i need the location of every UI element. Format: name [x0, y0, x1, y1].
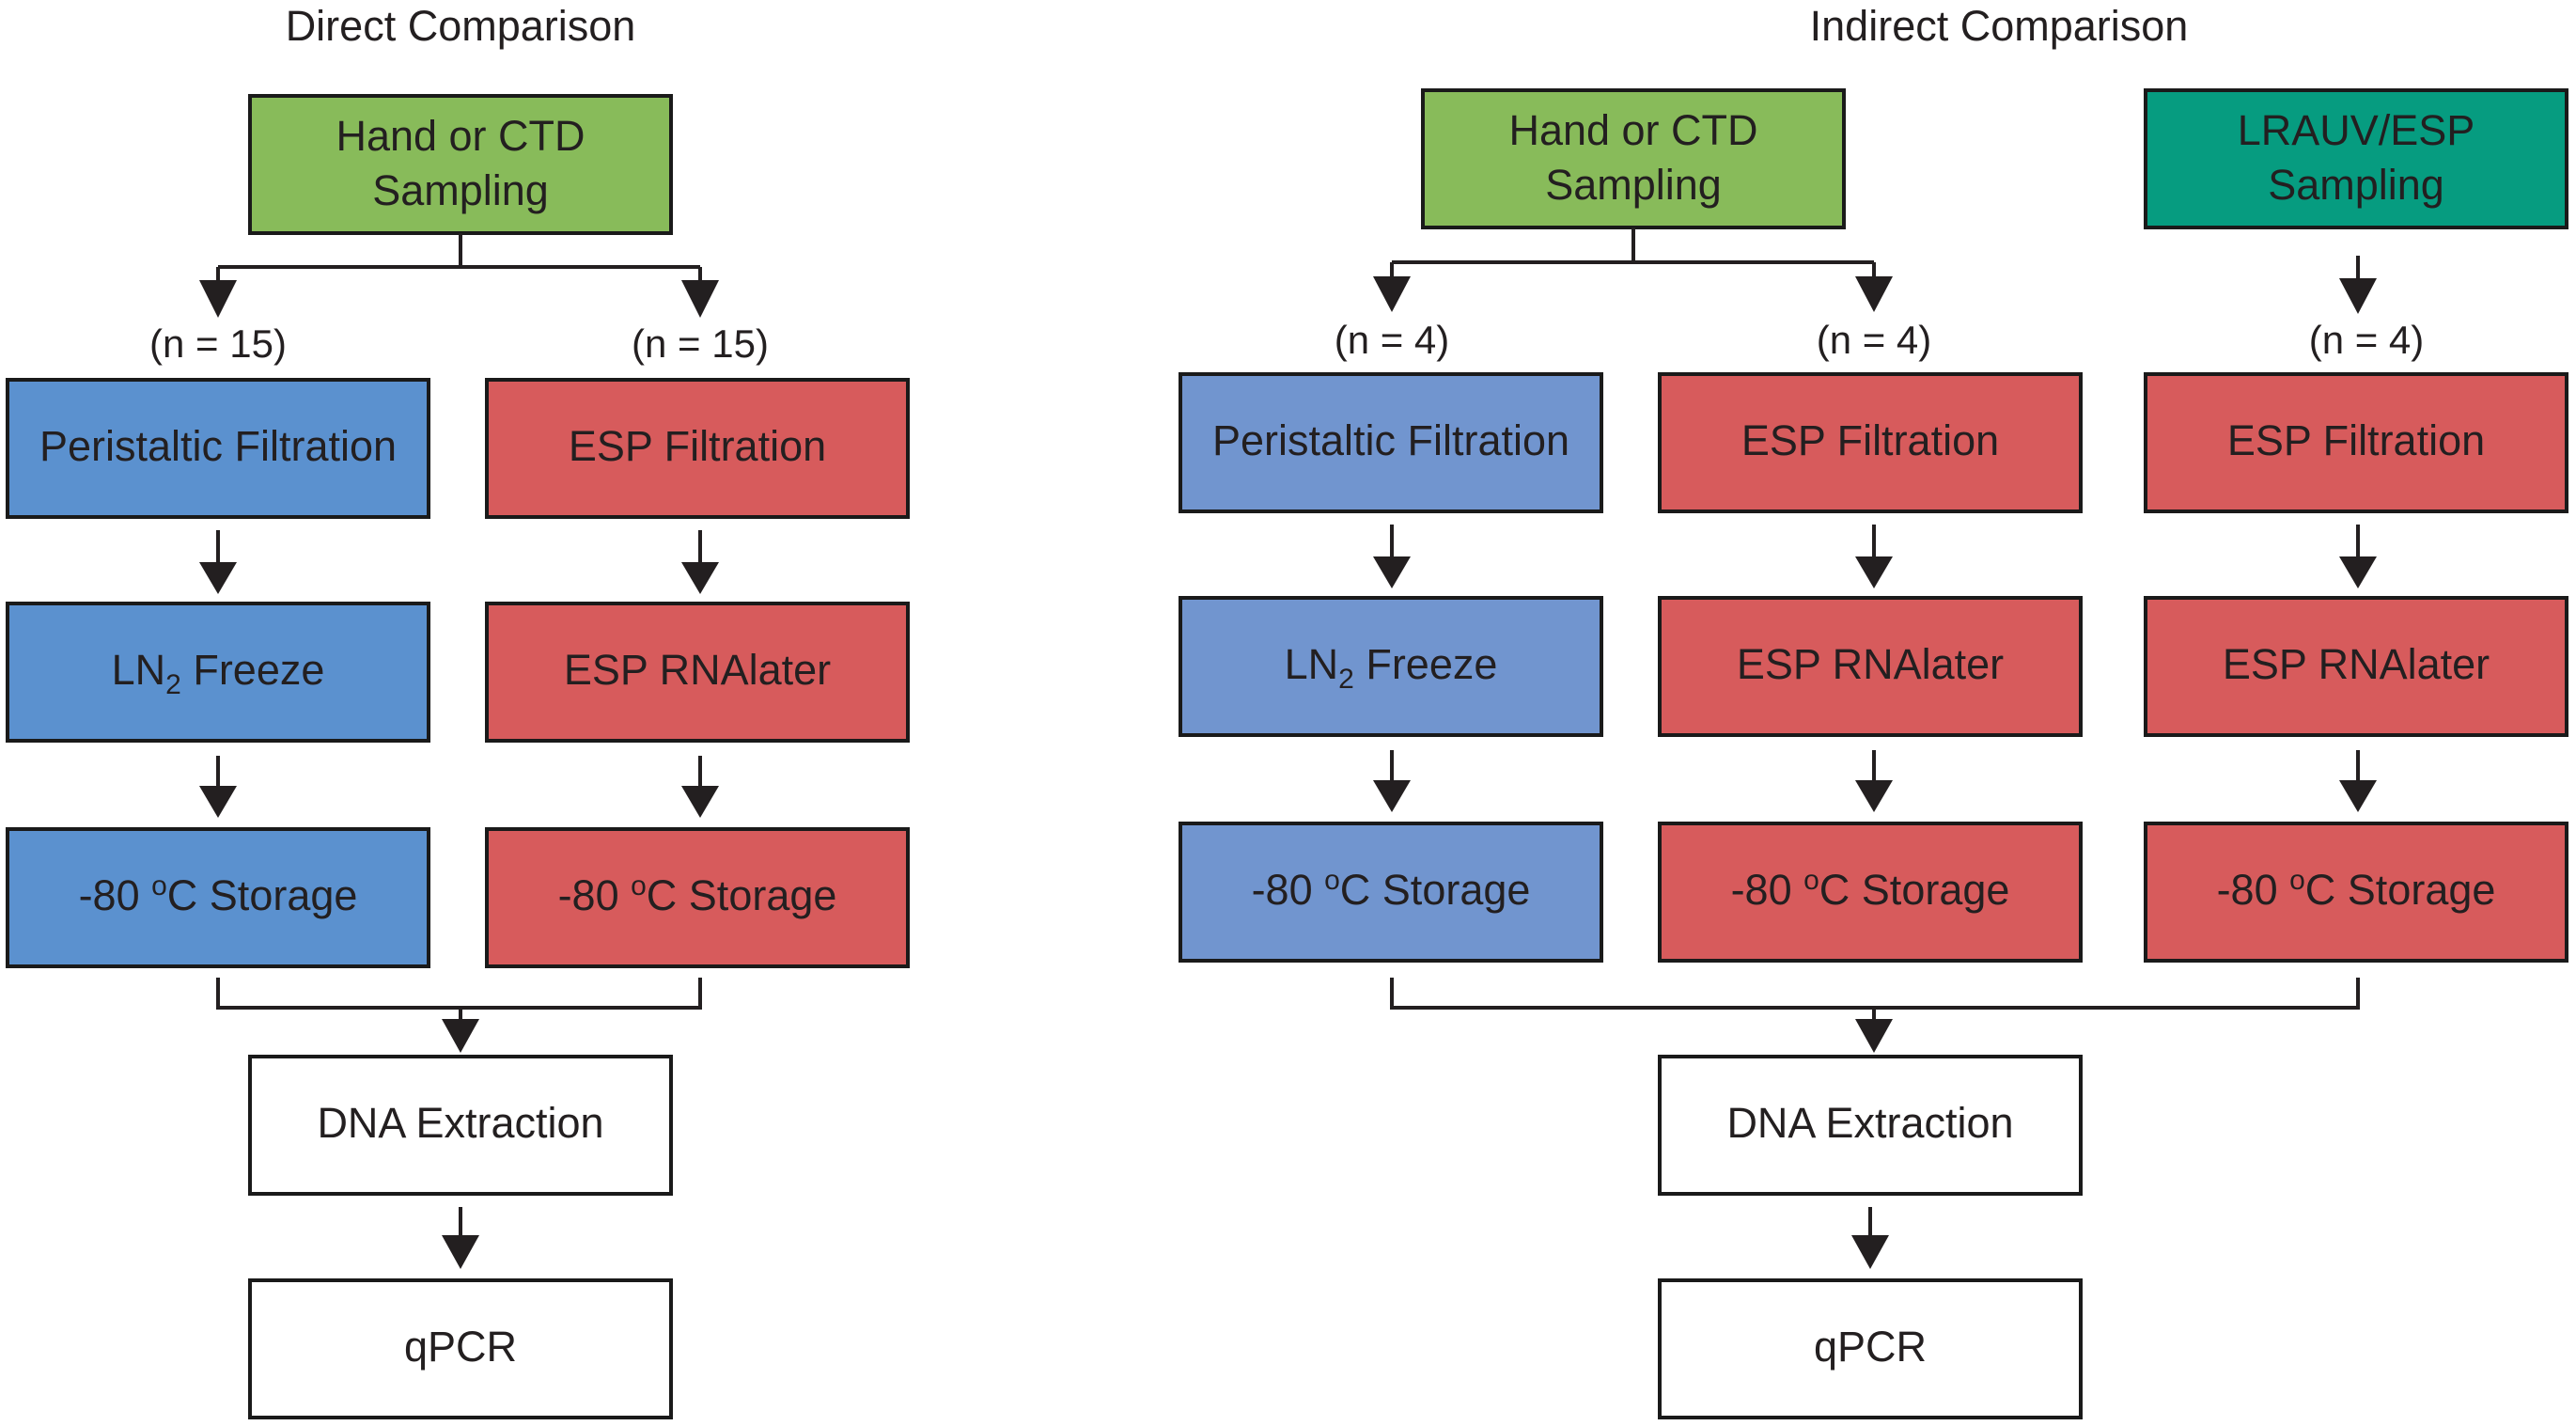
indirect-hand-ctd-sampling-label: Hand or CTD [1508, 106, 1757, 154]
indirect-dna-extraction-label: DNA Extraction [1726, 1099, 2013, 1147]
direct-right-storage-box [485, 827, 910, 968]
direct-right-storage-label: -80 oC Storage [558, 870, 837, 919]
indirect-col2-esp-filtration-label: ESP Filtration [1741, 416, 1999, 464]
indirect-col3-esp-filtration-box [2144, 372, 2568, 513]
direct-dna-extraction-box [248, 1055, 673, 1196]
indirect-col3-esp-rnalater-label: ESP RNAlater [2223, 640, 2490, 688]
direct-merge-connector [216, 978, 702, 1021]
indirect-col1-storage-box [1179, 822, 1603, 963]
indirect-peristaltic-filtration-box [1179, 372, 1603, 513]
indirect-arrowhead-col2-2 [1855, 556, 1893, 588]
indirect-col3-storage-label: -80 oC Storage [2217, 865, 2496, 914]
indirect-col2-esp-rnalater-box [1658, 596, 2083, 737]
direct-left-storage-box [6, 827, 430, 968]
indirect-arrowhead-qpcr [1851, 1235, 1889, 1269]
direct-ln2-freeze-box [6, 602, 430, 743]
direct-right-n-count: (n = 15) [632, 321, 769, 366]
indirect-arrowhead-col1-3 [1373, 780, 1411, 812]
direct-arrowhead-left-1 [199, 280, 237, 318]
direct-hand-ctd-sampling-label-2: Sampling [372, 166, 549, 214]
indirect-arrowhead-col2-3 [1855, 780, 1893, 812]
direct-left-storage-label: -80 oC Storage [79, 870, 358, 919]
direct-arrowhead-qpcr [442, 1235, 479, 1269]
direct-esp-rnalater-label: ESP RNAlater [564, 646, 831, 694]
indirect-lrauv-esp-sampling-label-2: Sampling [2268, 161, 2444, 209]
indirect-col3-esp-filtration-label: ESP Filtration [2227, 416, 2485, 464]
direct-arrowhead-left-3 [199, 786, 237, 818]
direct-comparison-title: Direct Comparison [286, 2, 636, 50]
direct-dna-extraction-label: DNA Extraction [317, 1099, 603, 1147]
indirect-comparison-title: Indirect Comparison [1810, 2, 2189, 50]
direct-esp-filtration-label: ESP Filtration [569, 422, 826, 470]
indirect-hand-ctd-sampling-label-2: Sampling [1545, 161, 1722, 209]
indirect-arrowhead-col3-2 [2339, 556, 2377, 588]
indirect-col2-n-count: (n = 4) [1817, 318, 1932, 362]
indirect-col3-esp-rnalater-box [2144, 596, 2568, 737]
indirect-col1-storage-label: -80 oC Storage [1252, 865, 1531, 914]
indirect-col2-esp-rnalater-label: ESP RNAlater [1737, 640, 2004, 688]
direct-peristaltic-filtration-box [6, 378, 430, 519]
direct-hand-ctd-sampling-label: Hand or CTD [336, 112, 585, 160]
indirect-col1-n-count: (n = 4) [1335, 318, 1450, 362]
direct-ln2-freeze-label: LN2 Freeze [112, 646, 325, 700]
indirect-lrauv-esp-sampling-box [2144, 88, 2568, 229]
indirect-arrowhead-col3-1 [2339, 278, 2377, 314]
direct-peristaltic-filtration-label: Peristaltic Filtration [39, 422, 397, 470]
indirect-ln2-freeze-label: LN2 Freeze [1285, 640, 1498, 695]
indirect-peristaltic-filtration-label: Peristaltic Filtration [1212, 416, 1569, 464]
indirect-col3-n-count: (n = 4) [2309, 318, 2425, 362]
direct-esp-rnalater-box [485, 602, 910, 743]
direct-esp-filtration-box [485, 378, 910, 519]
indirect-qpcr-box [1658, 1278, 2083, 1419]
indirect-lrauv-esp-sampling-label: LRAUV/ESP [2238, 106, 2475, 154]
indirect-col3-storage-box [2144, 822, 2568, 963]
direct-qpcr-box [248, 1278, 673, 1419]
indirect-hand-ctd-sampling-box [1421, 88, 1846, 229]
direct-arrowhead-right-3 [681, 786, 719, 818]
indirect-arrowhead-col3-3 [2339, 780, 2377, 812]
indirect-col2-esp-filtration-box [1658, 372, 2083, 513]
direct-arrowhead-right-2 [681, 562, 719, 594]
indirect-col2-storage-box [1658, 822, 2083, 963]
indirect-split-connector [1390, 227, 1876, 278]
indirect-col2-storage-label: -80 oC Storage [1731, 865, 2010, 914]
indirect-arrowhead-col1-1 [1373, 276, 1411, 312]
indirect-dna-extraction-box [1658, 1055, 2083, 1196]
indirect-arrowhead-col1-2 [1373, 556, 1411, 588]
direct-arrowhead-merge [442, 1019, 479, 1053]
direct-split-connector [216, 233, 702, 282]
direct-qpcr-label: qPCR [404, 1323, 517, 1371]
indirect-arrowhead-col2-1 [1855, 276, 1893, 312]
direct-arrowhead-left-2 [199, 562, 237, 594]
indirect-ln2-freeze-box [1179, 596, 1603, 737]
direct-hand-ctd-sampling-box [248, 94, 673, 235]
direct-left-n-count: (n = 15) [149, 321, 287, 366]
indirect-merge-connector [1390, 978, 2360, 1021]
indirect-qpcr-label: qPCR [1814, 1323, 1927, 1371]
direct-arrowhead-right-1 [681, 280, 719, 318]
indirect-arrowhead-merge [1855, 1019, 1893, 1053]
